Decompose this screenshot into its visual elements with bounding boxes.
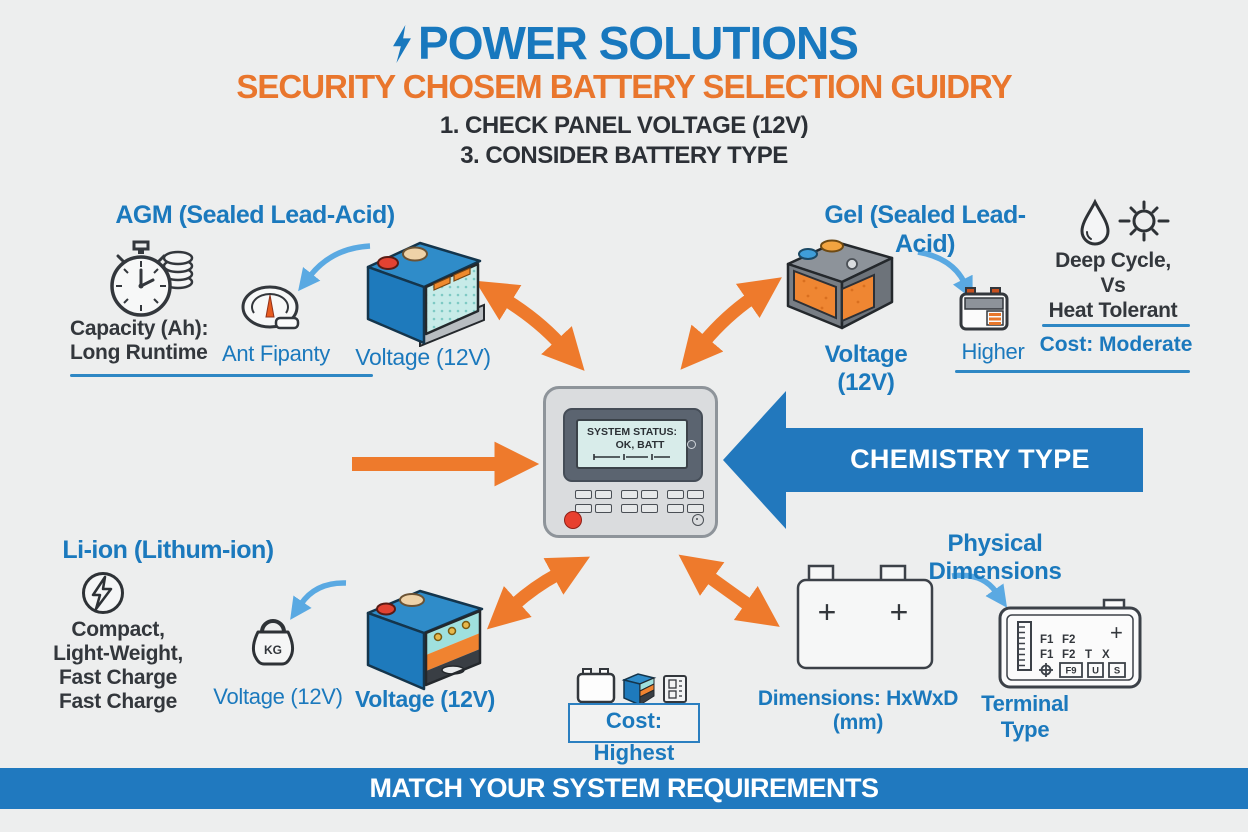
device-button — [595, 490, 612, 499]
screen-status-line1: SYSTEM STATUS: — [586, 426, 678, 438]
liion-trait-line4: Fast Charge — [58, 690, 178, 713]
sun-icon — [1118, 200, 1170, 242]
device-button — [621, 490, 638, 499]
device-screen: SYSTEM STATUS: OK, BATT — [576, 419, 688, 469]
chemistry-type-arrow — [723, 391, 1143, 529]
agm-heading: AGM (Sealed Lead-Acid) — [115, 201, 395, 229]
page-title: POWER SOLUTIONS — [0, 16, 1248, 70]
arrow-gel-higher — [917, 249, 973, 300]
liion-trait-line2: Light-Weight, — [53, 642, 183, 665]
plate-row2-x: X — [1102, 649, 1110, 661]
gel-heading: Gel (Sealed Lead-Acid) — [824, 201, 1026, 258]
arrow-agm-device — [475, 280, 585, 371]
gel-higher-label: Higher — [961, 339, 1025, 364]
agm-gauge-label: Ant Fipanty — [222, 341, 330, 366]
terminal-plate-illustration: F1 F2 F1 F2 T X + F9 U S — [998, 598, 1142, 689]
battery-plus-left: + — [818, 594, 837, 630]
arrow-dimensions-device — [678, 554, 780, 627]
page-title-text: POWER SOLUTIONS — [418, 17, 859, 69]
lightning-bolt-icon — [393, 25, 411, 63]
chemistry-type-label: CHEMISTRY TYPE — [850, 444, 1090, 474]
liion-traits-text: Compact, Light-Weight, Fast Charge Fast … — [48, 618, 188, 714]
screen-gauge-line — [593, 454, 670, 460]
plate-row1-f1: F1 — [1040, 634, 1054, 646]
agm-capacity-text: Capacity (Ah): Long Runtime — [70, 317, 230, 365]
device-button — [575, 504, 592, 513]
kg-label: KG — [264, 643, 282, 657]
device-indicator-dot — [687, 440, 696, 449]
gel-battery-illustration — [786, 239, 894, 330]
plate-row2-f2: F2 — [1062, 649, 1075, 661]
device-button — [667, 504, 684, 513]
liion-trait-line3: Fast Charge — [58, 666, 178, 689]
dimensions-label: Dimensions: HxWxD (mm) — [757, 687, 959, 734]
liion-voltage-label: Voltage (12V) — [354, 686, 496, 712]
cost-icons — [576, 668, 687, 707]
agm-battery-illustration — [366, 241, 485, 347]
agm-capacity-line1: Capacity (Ah): — [70, 317, 209, 340]
footer-label: MATCH YOUR SYSTEM REQUIREMENTS — [369, 773, 879, 803]
control-panel-device: SYSTEM STATUS: OK, BATT — [543, 386, 718, 538]
gel-trait-line2: Vs — [1100, 274, 1126, 297]
liion-trait-line1: Compact, — [71, 618, 165, 641]
liion-cost-label: Cost: Highest — [568, 703, 700, 765]
stopwatch-coins-icon — [110, 240, 194, 317]
plate-plus: + — [1110, 620, 1123, 645]
battery-outline-illustration: + + — [796, 564, 934, 670]
arrow-dims-terminal — [951, 572, 1008, 608]
plate-badge-f9: F9 — [1065, 666, 1076, 677]
screen-status-line2: OK, BATT — [615, 439, 665, 451]
footer-bar — [0, 768, 1248, 809]
gel-trait-line3: Heat Tolerant — [1048, 299, 1178, 322]
liion-heading: Li-ion (Lithum-ion) — [62, 536, 274, 564]
device-screw — [692, 514, 704, 526]
gel-traits-text: Deep Cycle, Vs Heat Tolerant — [1028, 248, 1198, 323]
weight-kg-icon: KG — [251, 619, 295, 666]
plate-row2-t: T — [1085, 649, 1092, 661]
agm-capacity-line2: Long Runtime — [70, 341, 208, 364]
battery-plus-right: + — [890, 594, 909, 630]
device-button — [687, 490, 704, 499]
small-battery-icon — [959, 287, 1009, 331]
gel-underline — [955, 370, 1190, 373]
gauge-icon — [241, 285, 300, 330]
device-red-button — [564, 511, 582, 529]
device-button — [641, 490, 658, 499]
plate-row1-f2: F2 — [1062, 634, 1075, 646]
fast-charge-icon — [82, 572, 124, 614]
step-1: 1. CHECK PANEL VOLTAGE (12V) — [439, 112, 809, 139]
device-button — [667, 490, 684, 499]
device-button — [575, 490, 592, 499]
device-button — [687, 504, 704, 513]
plate-badge-s: S — [1114, 666, 1120, 677]
device-lcd-bezel: SYSTEM STATUS: OK, BATT — [563, 408, 703, 482]
device-button — [595, 504, 612, 513]
gel-cost-topline — [1042, 324, 1190, 327]
page-subtitle: SECURITY CHOSEM BATTERY SELECTION GUIDRY — [236, 68, 1012, 105]
device-button — [641, 504, 658, 513]
droplet-icon — [1080, 198, 1110, 246]
device-button — [621, 504, 638, 513]
gel-trait-line1: Deep Cycle, — [1055, 249, 1171, 272]
liion-battery-illustration — [366, 589, 484, 691]
dimensions-heading: Physical Dimensions — [928, 530, 1062, 585]
arrow-gel-device — [680, 277, 782, 370]
plate-row2-f1: F1 — [1040, 649, 1054, 661]
gel-voltage-label: Voltage (12V) — [824, 341, 908, 396]
agm-voltage-label: Voltage (12V) — [355, 344, 491, 370]
arrow-agm-gauge — [298, 243, 371, 292]
agm-underline — [70, 374, 373, 377]
gel-cost-label: Cost: Moderate — [1039, 333, 1193, 356]
step-2: 3. CONSIDER BATTERY TYPE — [460, 142, 788, 169]
arrow-liion-device — [486, 556, 591, 630]
plate-badge-u: U — [1092, 666, 1099, 677]
terminal-type-label: Terminal Type — [981, 691, 1069, 742]
arrow-liion-weight — [290, 580, 347, 620]
liion-weight-voltage-label: Voltage (12V) — [213, 684, 343, 709]
